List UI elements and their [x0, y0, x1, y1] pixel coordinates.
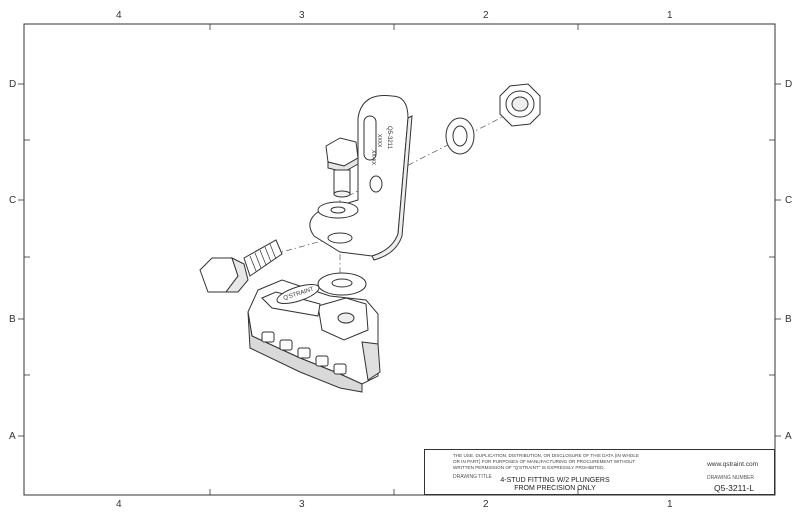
zone-label-right-D: D [785, 79, 793, 90]
zone-label-top-3: 3 [299, 10, 305, 21]
drawing-title-label: DRAWING TITLE [453, 474, 492, 480]
zone-label-top-4: 4 [116, 10, 122, 21]
drawing-number: Q5-3211-L [713, 483, 754, 493]
zone-label-leaders [18, 83, 781, 437]
l-bracket: Q5-3211 XXXX XX-XX [309, 94, 413, 261]
fitting-body: Q'STRAINT [247, 279, 381, 393]
zone-label-bottom-4: 4 [116, 499, 122, 510]
title-block: THE USE, DUPLICATION, DISTRIBUTION, OR D… [424, 449, 775, 495]
drawing-title: 4-STUD FITTING W/2 PLUNGERS FROM PRECISI… [465, 477, 645, 493]
zone-label-left-D: D [9, 79, 17, 90]
website-link[interactable]: www.qstraint.com [707, 461, 758, 468]
drawing-title-line-2: FROM PRECISION ONLY [514, 485, 596, 492]
zone-label-left-A: A [9, 431, 16, 442]
zone-label-top-1: 1 [667, 10, 673, 21]
long-bolt [199, 239, 283, 293]
bracket-lot-marking: XX-XX [370, 150, 376, 166]
large-washer [317, 272, 367, 296]
drawing-title-line-1: 4-STUD FITTING W/2 PLUNGERS [500, 477, 610, 484]
thin-washer [317, 201, 359, 219]
hex-nut [499, 83, 541, 127]
bracket-date-marking: XXXX [376, 134, 382, 148]
flat-washer [445, 117, 475, 155]
drawing-border [23, 23, 776, 496]
shoulder-bolt [325, 137, 359, 198]
zone-label-bottom-3: 3 [299, 499, 305, 510]
bracket-code-marking: Q5-3211 [386, 126, 392, 150]
zone-label-bottom-1: 1 [667, 499, 673, 510]
proprietary-notice: THE USE, DUPLICATION, DISTRIBUTION, OR D… [453, 453, 639, 470]
drawing-number-label: DRAWING NUMBER [706, 475, 754, 481]
zone-label-right-C: C [785, 195, 793, 206]
zone-label-left-C: C [9, 195, 17, 206]
zone-label-right-A: A [785, 431, 792, 442]
zone-label-top-2: 2 [483, 10, 489, 21]
zone-label-left-B: B [9, 314, 16, 325]
zone-label-right-B: B [785, 314, 792, 325]
zone-label-bottom-2: 2 [483, 499, 489, 510]
zone-ticks [24, 24, 775, 495]
